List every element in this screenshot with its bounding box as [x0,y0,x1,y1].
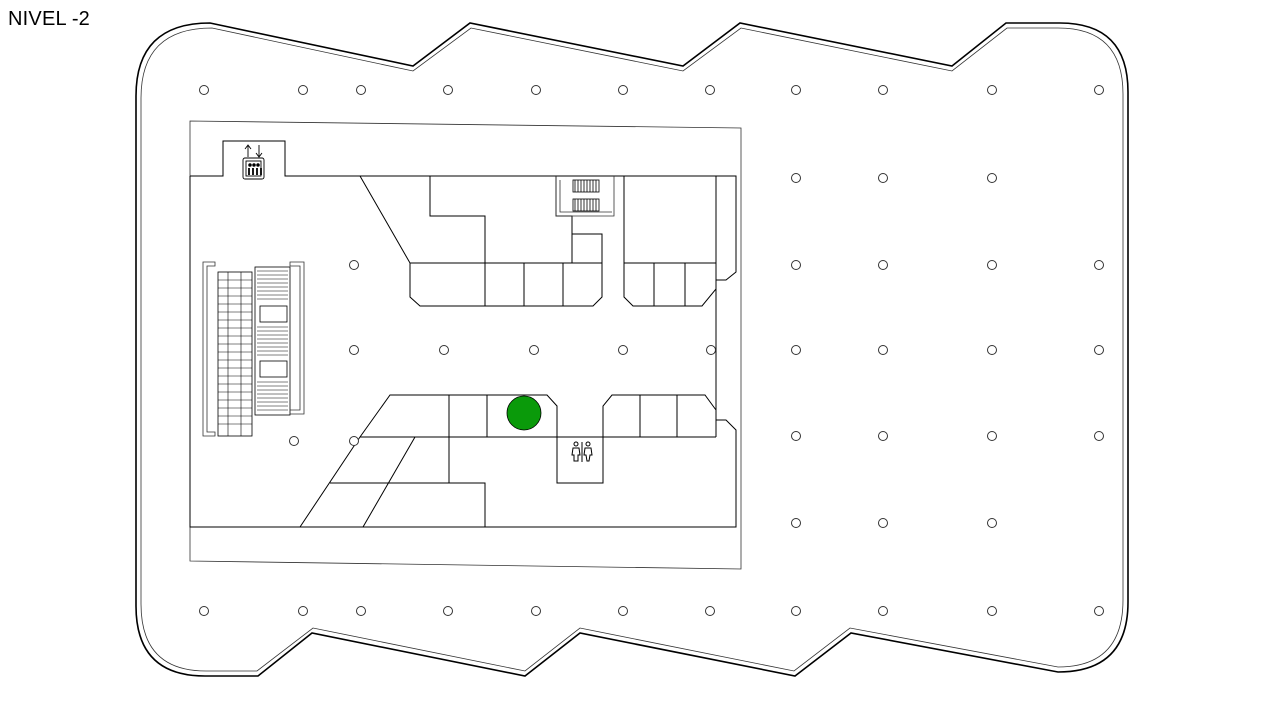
stairs-icon [572,179,600,212]
building-outline-outer [135,22,1129,677]
lower-shops-block [299,394,717,528]
level-label: NIVEL -2 [8,8,91,30]
escalator-icon [202,261,305,437]
central-walls [189,140,737,528]
columns [199,85,1104,616]
elevator-icon [242,144,265,180]
upper-right-shops [623,176,717,307]
building-outline-inner [140,27,1124,672]
central-zone-outline [189,120,742,570]
restroom-icon [571,441,593,462]
current-location-marker[interactable] [506,395,542,431]
stairs-box [555,176,615,217]
upper-shops-block [359,175,603,307]
